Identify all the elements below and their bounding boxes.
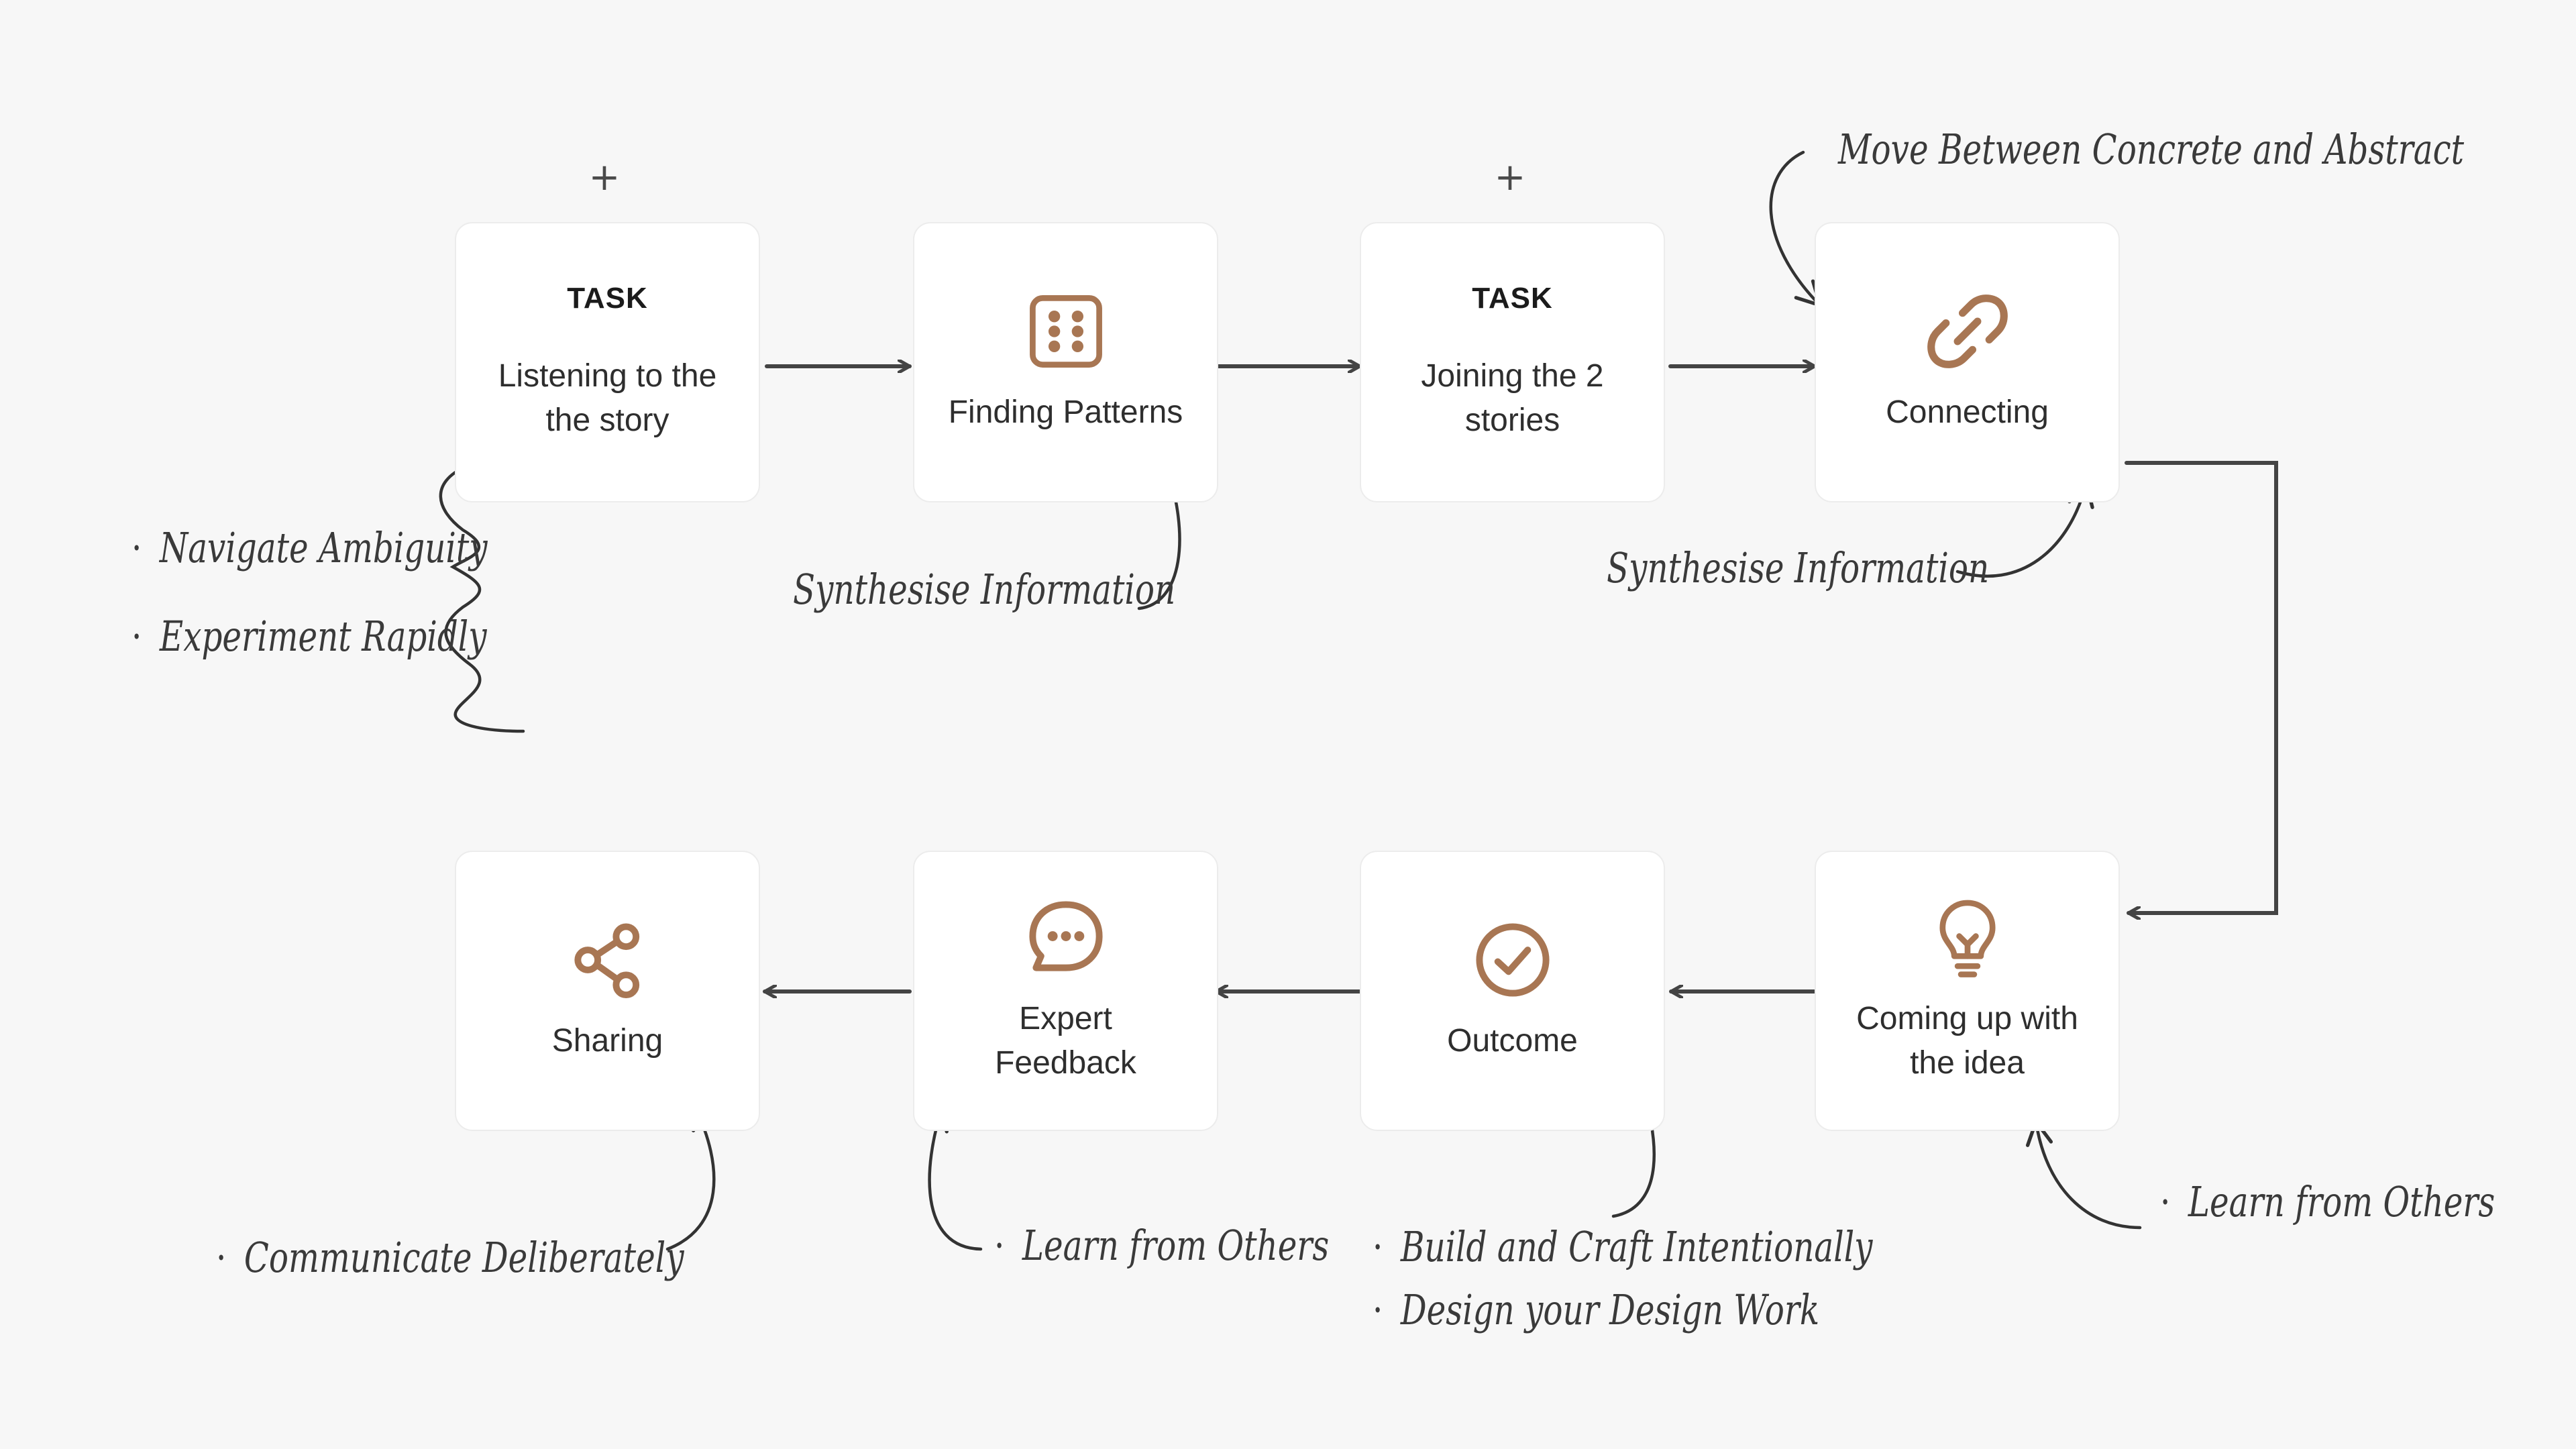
node-listening[interactable]: TASK Listening to the the story	[455, 222, 760, 502]
dice-grid-icon	[1029, 295, 1102, 368]
arrow-connecting-to-coming-up	[2125, 461, 2278, 913]
node-connecting[interactable]: Connecting	[1815, 222, 2120, 502]
note-design-work: Design your Design Work	[1373, 1285, 1819, 1334]
task-tag: TASK	[567, 282, 648, 315]
note-synthesise-information: Synthesise Information	[1607, 543, 1990, 592]
node-outcome[interactable]: Outcome	[1360, 851, 1665, 1131]
share-icon	[574, 923, 639, 999]
plus-marker[interactable]: +	[1494, 156, 1526, 199]
node-label: Finding Patterns	[948, 394, 1183, 430]
note-synthesise-information: Synthesise Information	[793, 565, 1176, 614]
node-label: Joining the 2 stories	[1421, 358, 1604, 438]
check-circle-icon	[1475, 923, 1550, 997]
note-experiment-rapidly: Experiment Rapidly	[131, 612, 487, 661]
node-joining-stories[interactable]: TASK Joining the 2 stories	[1360, 222, 1665, 502]
note-learn-from-others: Learn from Others	[2160, 1177, 2495, 1226]
task-tag: TASK	[1472, 282, 1553, 315]
node-label: Listening to the the story	[498, 358, 717, 438]
chat-bubble-icon	[1028, 901, 1103, 971]
node-expert-feedback[interactable]: Expert Feedback	[913, 851, 1218, 1131]
plus-marker[interactable]: +	[588, 156, 621, 199]
node-label: Coming up with the idea	[1856, 1001, 2078, 1081]
node-label: Expert Feedback	[995, 1001, 1136, 1081]
lightbulb-icon	[1939, 900, 1996, 977]
node-label: Sharing	[551, 1023, 663, 1059]
node-label: Connecting	[1886, 394, 2049, 430]
note-communicate: Communicate Deliberately	[216, 1233, 684, 1282]
note-learn-from-others: Learn from Others	[994, 1221, 1329, 1270]
node-coming-up-idea[interactable]: Coming up with the idea	[1815, 851, 2120, 1131]
link-icon	[1927, 294, 2008, 368]
node-sharing[interactable]: Sharing	[455, 851, 760, 1131]
curve-arrow-learn-others-1	[2025, 1120, 2142, 1230]
note-navigate-ambiguity: Navigate Ambiguity	[131, 523, 488, 572]
node-finding-patterns[interactable]: Finding Patterns	[913, 222, 1218, 502]
squiggle-brace	[439, 464, 525, 733]
curve-arrow-move-between	[1769, 150, 1822, 307]
node-label: Outcome	[1447, 1023, 1578, 1059]
note-build-craft: Build and Craft Intentionally	[1373, 1222, 1873, 1271]
note-move-between: Move Between Concrete and Abstract	[1838, 125, 2465, 174]
